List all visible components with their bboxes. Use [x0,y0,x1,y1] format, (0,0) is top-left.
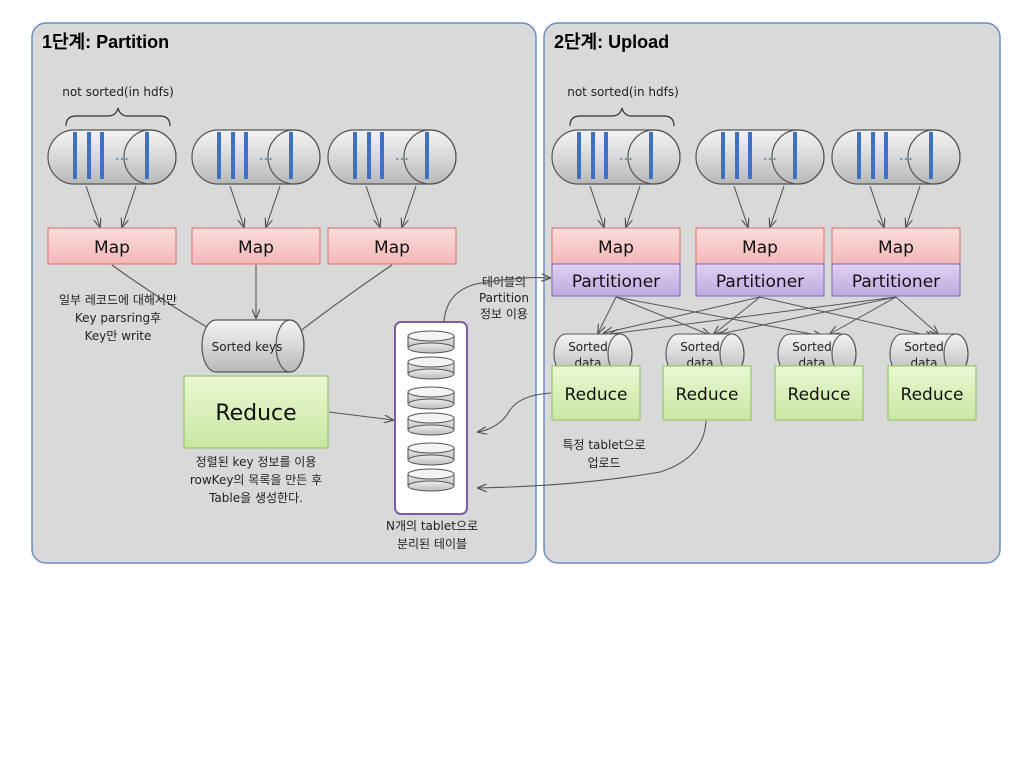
table-to-partitioner-arrow [443,278,550,323]
sorted-key-info-note-3: Table을 생성한다. [208,491,303,505]
panel-partition-title: 1단계: Partition [42,32,169,52]
partitioner-box-2: Partitioner [695,263,825,297]
tablet-disk-2 [407,356,455,380]
reduce-box-4: Reduce [887,365,977,421]
ellipsis-text: … [899,148,913,164]
reduce-box-3: Reduce [774,365,864,421]
map-box-3: Map [327,227,457,265]
tablet-table [394,321,468,515]
ellipsis-text: … [763,148,777,164]
tablet-disk-6 [407,468,455,492]
map-label: Map [238,238,274,258]
brace-left [65,107,171,127]
reduce-box-1: Reduce [551,365,641,421]
sorted-keys-cylinder: Sorted keys [201,319,305,373]
tablet-disk-5 [407,442,455,466]
input-cylinder-1: … [47,129,177,185]
sorted-data-cylinder-3: Sorted data [777,333,857,375]
partitioner-label: Partitioner [716,272,804,292]
tablet-disk-1 [407,330,455,354]
ellipsis-text: … [115,148,129,164]
specific-tablet-note-2: 업로드 [587,456,620,470]
map-box-6: Map [831,227,961,265]
n-tablets-note-2: 분리된 테이블 [397,537,467,551]
table-partition-note-2: Partition [479,291,529,305]
panel-upload-title: 2단계: Upload [554,32,669,52]
reduce-label: Reduce [676,385,739,405]
input-cylinder-4: … [551,129,681,185]
map-box-4: Map [551,227,681,265]
not-sorted-label-right: not sorted(in hdfs) [567,85,679,99]
sorted-data-cylinder-4: Sorted data [889,333,969,375]
map-label: Map [742,238,778,258]
sorted-key-info-note-1: 정렬된 key 정보를 이용 [196,455,317,469]
input-cylinder-5: … [695,129,825,185]
map-label: Map [374,238,410,258]
ellipsis-text: … [395,148,409,164]
map-box-5: Map [695,227,825,265]
partitioner-label: Partitioner [852,272,940,292]
map-box-2: Map [191,227,321,265]
reduce-label: Reduce [215,401,296,426]
partial-records-note-1: 일부 레코드에 대해서만 [59,293,177,307]
sorted-data-label-1: Sorted [568,340,608,354]
reduce-box-main: Reduce [183,375,329,449]
ellipsis-text: … [619,148,633,164]
reduce-to-tablet-arrow-1 [478,392,552,432]
partitioner-label: Partitioner [572,272,660,292]
sorted-key-info-note-2: rowKey의 목록을 만든 후 [190,473,322,487]
sorted-data-label-1: Sorted [904,340,944,354]
specific-tablet-note-1: 특정 tablet으로 [562,438,645,452]
n-tablets-note-1: N개의 tablet으로 [386,519,478,533]
reduce-to-table-arrow [328,411,393,420]
input-cylinder-6: … [831,129,961,185]
reduce-label: Reduce [901,385,964,405]
table-partition-note-3: 정보 이용 [480,307,528,321]
tablet-disk-3 [407,386,455,410]
partitioner-box-1: Partitioner [551,263,681,297]
sorted-keys-label: Sorted keys [212,340,283,354]
input-to-map-arrows [85,185,921,227]
map-label: Map [878,238,914,258]
partial-records-note-2: Key parsring후 [75,311,161,325]
reduce-label: Reduce [565,385,628,405]
input-cylinder-2: … [191,129,321,185]
shuffle-arrows [598,296,938,337]
tablet-disk-4 [407,412,455,436]
sorted-data-label-1: Sorted [792,340,832,354]
partitioner-box-3: Partitioner [831,263,961,297]
sorted-data-cylinder-2: Sorted data [665,333,745,375]
map-label: Map [94,238,130,258]
sorted-data-label-1: Sorted [680,340,720,354]
not-sorted-label-left: not sorted(in hdfs) [62,85,174,99]
partial-records-note-3: Key만 write [85,329,152,343]
map-label: Map [598,238,634,258]
ellipsis-text: … [259,148,273,164]
reduce-box-2: Reduce [662,365,752,421]
input-cylinder-3: … [327,129,457,185]
map-box-1: Map [47,227,177,265]
reduce-to-tablet-arrow-2 [478,420,707,488]
brace-right [569,107,675,127]
reduce-label: Reduce [788,385,851,405]
